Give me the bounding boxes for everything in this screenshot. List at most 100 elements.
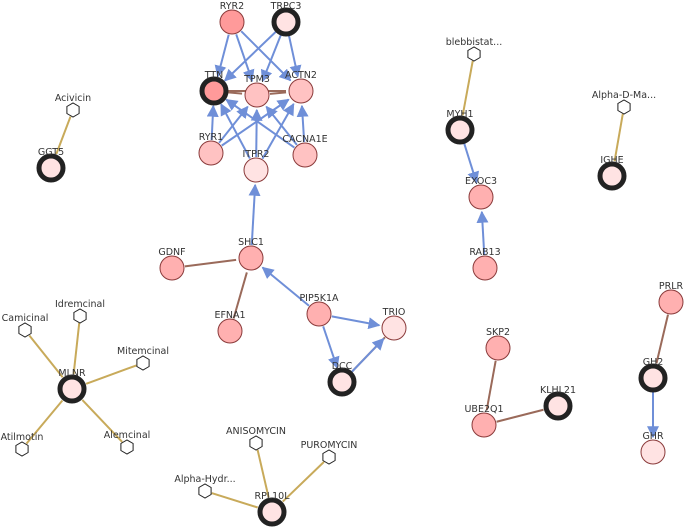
gene-node-prlr[interactable]: PRLR: [658, 281, 684, 315]
gene-node-gdnf[interactable]: GDNF: [158, 247, 186, 281]
node-circle: [199, 76, 229, 106]
node-label: RYR1: [199, 132, 223, 143]
edge-ryr2-actn2: [240, 30, 292, 82]
gene-node-itpr2[interactable]: ITPR2: [243, 149, 270, 183]
node-label: SKP2: [486, 327, 510, 338]
edge-alemcinal-mlnr: [81, 399, 123, 443]
node-label: Alpha-Hydr...: [174, 474, 235, 485]
node-label: GDNF: [158, 247, 185, 258]
edge-ube2q1-klhl21: [496, 408, 544, 423]
gene-node-tpm3[interactable]: TPM3: [243, 74, 270, 108]
gene-node-trpc3[interactable]: TRPC3: [270, 1, 302, 37]
drug-node-mitemcinal[interactable]: Mitemcinal: [117, 346, 169, 371]
drug-node-anisomycin[interactable]: ANISOMYCIN: [226, 426, 286, 451]
node-label: Alemcinal: [104, 430, 151, 441]
edge-ryr2-tpm3: [235, 33, 255, 82]
node-label: GGT5: [38, 147, 64, 158]
gene-node-efna1[interactable]: EFNA1: [214, 310, 246, 344]
node-label: Alpha-D-Ma...: [592, 90, 656, 101]
gene-node-shc1[interactable]: SHC1: [238, 237, 264, 271]
gene-node-actn2[interactable]: ACTN2: [285, 70, 317, 104]
drug-node-alemcinal[interactable]: Alemcinal: [104, 430, 151, 455]
hexagon-icon: [66, 102, 80, 118]
gene-node-ryr2[interactable]: RYR2: [219, 1, 245, 35]
node-circle: [244, 82, 270, 108]
node-label: PUROMYCIN: [301, 440, 358, 451]
drug-node-atilmotin[interactable]: Atilmotin: [1, 432, 44, 457]
node-circle: [257, 497, 287, 527]
edge-itpr2-tpm3: [250, 108, 263, 158]
hexagon-icon: [15, 441, 29, 457]
drug-node-camicinal[interactable]: Camicinal: [2, 313, 49, 338]
node-label: blebbistat...: [446, 37, 503, 48]
gene-node-trio[interactable]: TRIO: [381, 307, 407, 341]
node-label: GH2: [643, 357, 664, 368]
hexagon-icon: [198, 483, 212, 499]
edge-pip5k1a-shc1: [261, 266, 310, 307]
edge-puromycin-rpl10l: [282, 461, 325, 503]
edge-itpr2-ttn: [220, 103, 251, 159]
drug-node-alphahydr[interactable]: Alpha-Hydr...: [174, 474, 236, 499]
gene-node-cacna1e[interactable]: CACNA1E: [282, 134, 328, 168]
edge-ryr1-ttn: [206, 104, 219, 141]
node-circle: [292, 142, 318, 168]
node-circle: [238, 245, 264, 271]
node-label: CACNA1E: [282, 134, 327, 145]
hexagon-icon: [467, 46, 481, 62]
edge-blebbistatin-myh1: [461, 60, 474, 116]
edge-idremcinal-mlnr: [72, 322, 81, 375]
gene-node-rab13[interactable]: RAB13: [469, 247, 501, 281]
hexagon-icon: [617, 99, 631, 115]
gene-node-ighe[interactable]: IGHE: [597, 155, 627, 191]
node-circle: [468, 184, 494, 210]
drug-node-blebbistatin[interactable]: blebbistat...: [446, 37, 503, 62]
gene-node-ryr1[interactable]: RYR1: [198, 132, 224, 166]
node-circle: [445, 115, 475, 145]
gene-node-ghr[interactable]: GHR: [640, 431, 666, 465]
node-label: RPL10L: [254, 491, 290, 502]
hexagon-icon: [322, 449, 336, 465]
edge-myh1-exoc3: [462, 142, 480, 184]
gene-node-ube2q1[interactable]: UBE2Q1: [464, 404, 504, 438]
node-label: KLHL21: [540, 385, 576, 396]
drug-node-puromycin[interactable]: PUROMYCIN: [301, 440, 358, 465]
gene-node-ggt5[interactable]: GGT5: [36, 147, 66, 183]
gene-node-gh2[interactable]: GH2: [638, 357, 668, 393]
hexagon-icon: [18, 322, 32, 338]
drug-node-idremcinal[interactable]: Idremcinal: [55, 299, 105, 324]
edge-trpc3-actn2: [287, 34, 302, 78]
node-circle: [658, 289, 684, 315]
gene-node-dcc[interactable]: DCC: [327, 361, 357, 397]
edge-efna1-shc1: [232, 272, 248, 319]
gene-node-myh1[interactable]: MYH1: [445, 109, 475, 145]
node-label: EFNA1: [214, 310, 245, 321]
edge-pip5k1a-dcc: [322, 325, 340, 369]
node-label: UBE2Q1: [464, 404, 503, 415]
gene-node-pip5k1a[interactable]: PIP5K1A: [299, 293, 339, 327]
node-label: ITPR2: [243, 149, 270, 160]
edge-cacna1e-ttn: [225, 98, 295, 149]
node-label: SHC1: [238, 237, 264, 248]
gene-node-exoc3[interactable]: EXOC3: [465, 176, 497, 210]
gene-node-klhl21[interactable]: KLHL21: [540, 385, 576, 421]
gene-node-mlnr[interactable]: MLNR: [57, 368, 87, 404]
drug-node-acivicin[interactable]: Acivicin: [55, 93, 91, 118]
edge-acivicin-ggt5: [55, 116, 72, 155]
node-circle: [381, 315, 407, 341]
drug-node-alphadma[interactable]: Alpha-D-Ma...: [592, 90, 656, 115]
node-label: PRLR: [659, 281, 684, 292]
node-circle: [472, 255, 498, 281]
gene-node-skp2[interactable]: SKP2: [485, 327, 511, 361]
node-circle: [543, 391, 573, 421]
node-label: IGHE: [600, 155, 623, 166]
node-label: Idremcinal: [55, 299, 105, 310]
gene-node-rpl10l[interactable]: RPL10L: [254, 491, 290, 527]
node-circle: [219, 9, 245, 35]
edge-prlr-gh2: [655, 314, 669, 364]
edge-shc1-itpr2: [248, 183, 261, 246]
edge-gdnf-shc1: [184, 258, 237, 268]
gene-node-ttn[interactable]: TTN: [199, 70, 229, 106]
node-label: TPM3: [243, 74, 270, 85]
node-circle: [217, 318, 243, 344]
